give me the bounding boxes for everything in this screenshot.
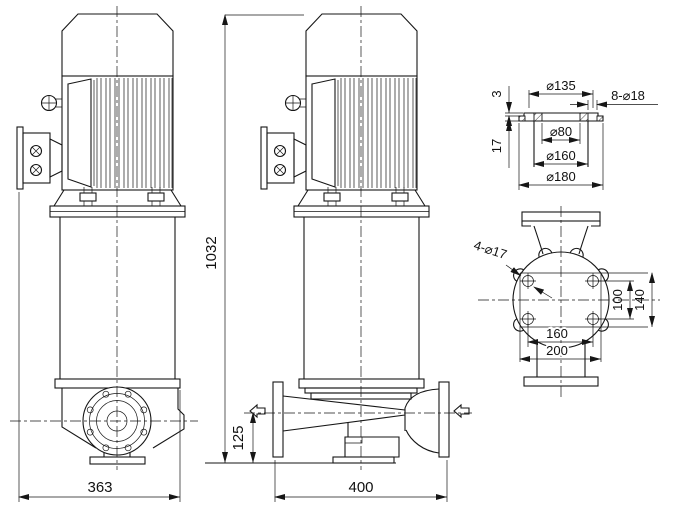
volute-taper-upper [282,395,406,411]
bracket-left [61,388,97,449]
section-hatch [518,115,526,122]
fan-cover [61,13,174,77]
flow-arrow-in [453,403,470,419]
dimension-label-bolt-circle: ⌀135 [546,78,576,93]
motor-body [61,75,174,191]
cooling-fins [340,78,417,188]
pump-head-front [49,205,186,389]
front-view: 363 [10,6,198,502]
dim-pad-height: 140 [632,272,655,327]
pump-casing-side [205,381,470,464]
dimension-label-bolt-holes: 8-⌀18 [611,88,645,103]
flange-neck-walls [533,121,589,167]
dimension-label-160: 160 [546,326,568,341]
terminal-box [260,126,307,190]
stator-panel [67,78,92,188]
lifting-eyebolt [284,94,306,112]
lifting-eyebolt [40,94,62,112]
volute-taper-lower [282,414,406,432]
volute-front [61,386,185,465]
dimension-label-1032: 1032 [203,236,220,269]
dim-bolt-holes: 8-⌀18 [570,88,658,110]
dimension-label-bore: ⌀80 [550,124,572,139]
dim-raised-face: 3 [489,86,523,130]
dimension-label-400: 400 [348,479,373,496]
cooling-fins [96,78,173,188]
motor-side [260,13,426,207]
flange-section-detail: ⌀135 8-⌀18 ⌀80 ⌀160 ⌀180 3 [489,78,658,190]
dim-width-side: 400 [274,460,448,502]
motor-feet-bolts [53,187,182,207]
dim-bolt-circle: ⌀135 [528,78,594,108]
column-barrel [303,217,420,379]
dim-horizontal-pitch: 160 [527,324,594,347]
dimension-label-100: 100 [610,289,625,311]
dimension-label-363: 363 [87,479,112,496]
leader-pad-holes: 4-⌀17 [472,237,553,299]
dimension-label-face-height: 3 [489,90,504,97]
casing-lugs [513,247,609,332]
dim-vertical-pitch: 100 [598,280,634,320]
section-hatch [533,112,543,122]
dim-neck: ⌀160 [533,148,588,167]
terminal-box [16,126,63,190]
bracket-right [152,388,185,449]
dim-outer: ⌀180 [518,123,604,190]
stator-panel [311,78,336,188]
dim-thickness: 17 [489,120,512,168]
dimension-label-thickness: 17 [489,139,504,153]
dim-overall-height: 1032 [203,14,304,463]
flow-arrow-out [249,403,266,419]
pump-head-side [293,205,430,400]
port-neck [533,225,589,255]
motor-feet-bolts [297,187,426,207]
dim-port-height: 125 [230,412,256,463]
fan-cover [305,13,418,77]
suction-bend-lower [405,429,440,454]
casing-foot [332,456,395,464]
flange-bolt-holes [86,390,148,452]
suction-flange [438,381,450,458]
section-hatch [579,112,589,122]
dimension-label-outer: ⌀180 [546,169,576,184]
mounting-pad [519,272,648,362]
foot-flange [89,456,146,465]
dimension-label-neck: ⌀160 [546,148,576,163]
section-hatch [596,115,604,122]
flange-profile [518,112,604,122]
bearing-block [344,436,400,458]
column-barrel [59,217,176,379]
discharge-flange [272,381,284,458]
side-view: 1032 125 400 [203,6,472,502]
dimension-label-pad-holes: 4-⌀17 [472,237,509,262]
motor-body [305,75,418,191]
suction-bend-upper [404,388,440,409]
motor-front [16,13,182,207]
dim-bore: ⌀80 [541,123,581,144]
port-pad-view: 4-⌀17 100 140 160 200 [472,206,660,398]
dimension-label-140: 140 [632,289,647,311]
barrel-flange [298,378,425,389]
dimension-label-125: 125 [230,425,247,450]
dim-pad-width: 200 [519,341,601,362]
dim-width-front: 363 [18,192,181,502]
dimension-label-200: 200 [546,343,568,358]
